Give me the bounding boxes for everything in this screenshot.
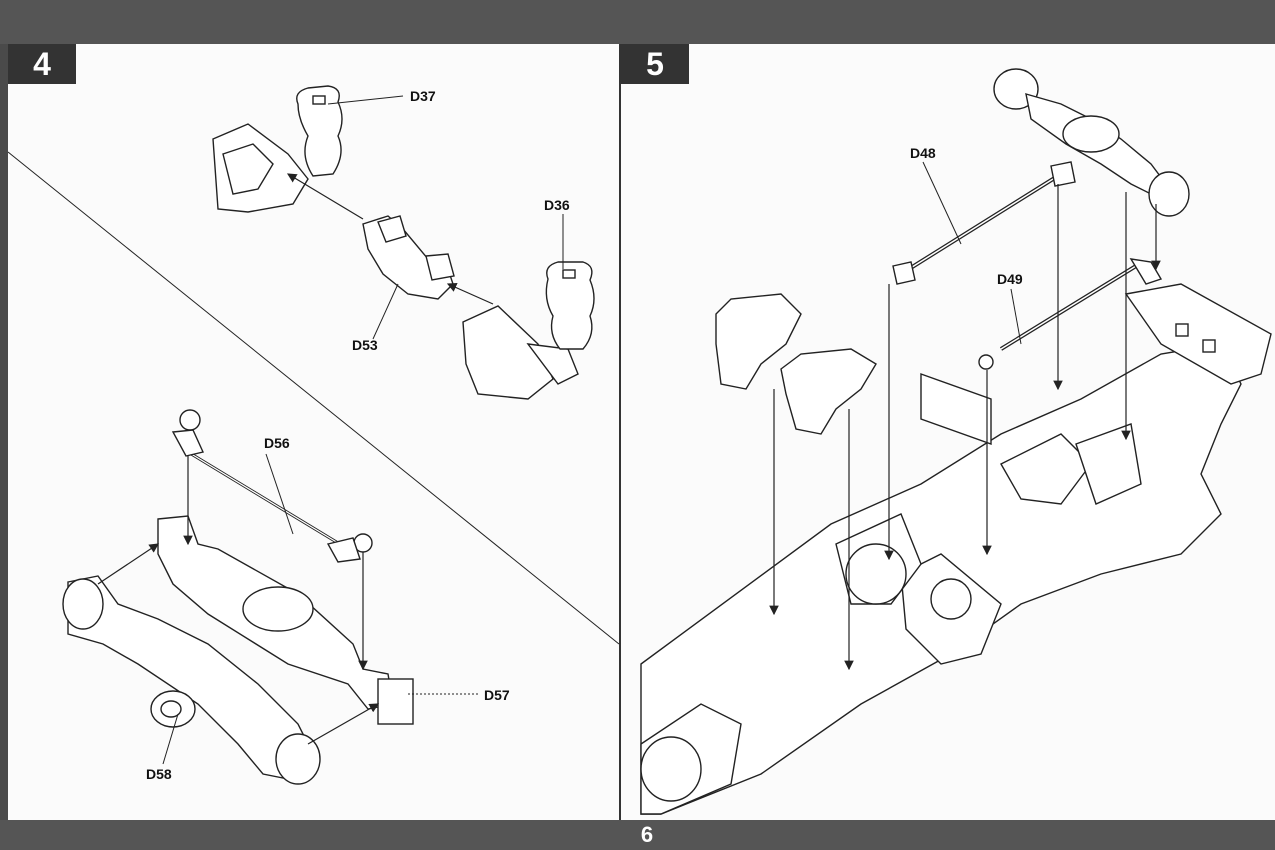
label-d58: D58 bbox=[146, 766, 172, 782]
top-bar bbox=[0, 0, 1275, 44]
label-d37: D37 bbox=[410, 88, 436, 104]
page-number: 6 bbox=[640, 822, 654, 847]
label-d49: D49 bbox=[997, 271, 1023, 287]
drive-shaft-d48 bbox=[892, 161, 1076, 285]
axle-frame bbox=[157, 515, 394, 710]
front-axle bbox=[993, 68, 1190, 217]
diagonal-divider bbox=[8, 151, 619, 645]
bracket-lower bbox=[462, 305, 579, 400]
step-5-number: 5 bbox=[621, 44, 689, 84]
axle-housing-d57 bbox=[62, 575, 414, 785]
label-d36: D36 bbox=[544, 197, 570, 213]
step-4-diagram: D37 D36 D53 D56 D57 D58 bbox=[8, 85, 619, 785]
tie-rod-d56 bbox=[171, 409, 373, 563]
label-d48: D48 bbox=[910, 145, 936, 161]
step-4-panel: 4 bbox=[8, 44, 621, 820]
bracket-upper bbox=[212, 123, 309, 213]
bottom-bar bbox=[0, 820, 1275, 850]
link-arm-d53 bbox=[362, 215, 455, 300]
label-d56: D56 bbox=[264, 435, 290, 451]
step-5-diagram: D48 D49 bbox=[640, 68, 1272, 815]
step-5-panel: 5 bbox=[621, 44, 1275, 820]
air-bellow-d36 bbox=[545, 261, 595, 350]
label-d53: D53 bbox=[352, 337, 378, 353]
drive-shaft-d49 bbox=[978, 258, 1163, 370]
label-d57: D57 bbox=[484, 687, 510, 703]
suspension-arms bbox=[715, 293, 877, 435]
step-4-number: 4 bbox=[8, 44, 76, 84]
air-bellow-d37 bbox=[296, 85, 343, 177]
